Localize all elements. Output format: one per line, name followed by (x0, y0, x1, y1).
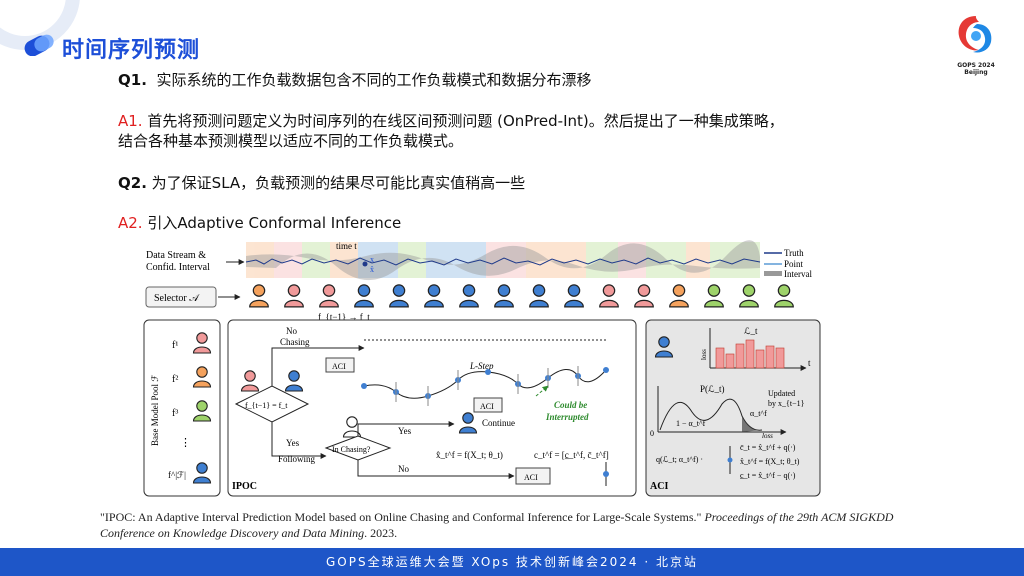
pool-item-ellipsis: ⋮ (180, 437, 191, 449)
aci-eq-1: c̄_t = x̂_t^f + q(·) (740, 443, 796, 452)
answer-1-line-1: 首先将预测问题定义为时间序列的在线区间预测问题 (OnPred-Int)。然后提… (147, 112, 784, 130)
in-chasing-label: In Chasing? (332, 445, 371, 454)
formula-ci: c_t^f = [c̲_t^f, c̄_t^f] (534, 450, 609, 460)
svg-text:x: x (370, 255, 374, 264)
data-stream-bands (246, 242, 760, 278)
aci-badge-3-label: ACI (524, 473, 538, 482)
continue-label: Continue (482, 418, 515, 428)
aci-updated-2: by x_{t−1} (768, 399, 805, 408)
logo-caption-1: GOPS 2024 (957, 62, 995, 69)
no-chasing-2: Chasing (280, 337, 310, 347)
answer-1: A1. 首先将预测问题定义为时间序列的在线区间预测问题 (OnPred-Int)… (118, 111, 784, 151)
question-1: Q1. 实际系统的工作负载数据包含不同的工作负载模式和数据分布漂移 (118, 70, 591, 90)
pool-item-2: f² (172, 374, 178, 385)
aci-panel (645, 319, 821, 497)
question-1-text: 实际系统的工作负载数据包含不同的工作负载模式和数据分布漂移 (156, 71, 592, 89)
pool-item-3: f³ (172, 408, 178, 419)
time-label: time t (336, 241, 357, 251)
citation-text: "IPOC: An Adaptive Interval Prediction M… (100, 510, 702, 524)
time-point-marker (362, 261, 368, 267)
aci-one-minus: 1 − α_t^f (676, 419, 706, 428)
yes-label: Yes (398, 426, 412, 436)
aci-loss-axis: loss (700, 349, 708, 360)
aci-badge-2 (473, 397, 503, 413)
aci-badge-3 (515, 467, 551, 485)
answer-1-tag: A1. (118, 112, 143, 130)
legend-interval: Interval (784, 269, 812, 279)
ipoc-error-bars (395, 366, 579, 406)
gops-logo: GOPS 2024 Beijing (946, 12, 1006, 82)
data-stream-label-2: Confid. Interval (146, 262, 210, 273)
aci-eq-3: c̲_t = x̂_t^f − q(·) (739, 471, 796, 480)
title-mark-icon (24, 34, 54, 56)
logo-caption-2: Beijing (964, 69, 988, 76)
legend-point: Point (784, 259, 804, 269)
aci-q: q(ℒ_t; α_t^f) · (656, 455, 703, 464)
aci-zero: 0 (650, 429, 654, 438)
aci-badge-1 (325, 357, 355, 373)
aci-eq-2: x̂_t^f = f(X_t; θ_t) (740, 457, 800, 466)
no-label: No (398, 464, 409, 474)
aci-loss-bars (715, 339, 785, 369)
aci-loss-x: loss (762, 432, 773, 440)
ipoc-label: IPOC (232, 481, 257, 492)
decision-label: f_{t−1} = f_t (245, 401, 288, 410)
citation: "IPOC: An Adaptive Interval Prediction M… (100, 509, 940, 541)
answer-2-text: 引入Adaptive Conformal Inference (147, 214, 402, 232)
aci-badge-1-label: ACI (332, 362, 346, 371)
in-chasing-diamond (324, 435, 392, 461)
no-chasing-1: No (286, 326, 297, 336)
truth-line (245, 257, 761, 266)
gops-logo-icon (958, 16, 992, 53)
question-2: Q2. 为了保证SLA，负载预测的结果尽可能比真实值稍高一些 (118, 173, 525, 193)
answer-2-tag: A2. (118, 214, 143, 232)
model-pool-panel (143, 319, 221, 497)
transition-label: f_{t−1} → f_t (318, 312, 370, 322)
answer-1-line-2: 结合各种基本预测模型以适应不同的工作负载模式。 (118, 132, 464, 150)
footer-text: GOPS全球运维大会暨 XOps 技术创新峰会2024 · 北京站 (326, 555, 698, 569)
aci-t-axis: t (808, 358, 811, 368)
answer-2: A2. 引入Adaptive Conformal Inference (118, 213, 401, 233)
figure-legend: Truth Point Interval (764, 248, 812, 279)
aci-p-label: P(ℒ_t) (700, 384, 724, 394)
aci-updated-1: Updated (768, 389, 795, 398)
l-step-label: L-Step (469, 361, 494, 371)
page-title: 时间序列预测 (62, 38, 201, 63)
yes-following-1: Yes (286, 438, 300, 448)
pool-item-last: f^|ℱ| (168, 470, 186, 480)
aci-panel-label: ACI (650, 481, 668, 492)
citation-venue: Proceedings of the 29th ACM SIGKDD Confe… (100, 510, 894, 540)
ipoc-architecture-figure: Data Stream & Confid. Interval time t x … (136, 236, 826, 504)
svg-text:x̂: x̂ (370, 265, 374, 274)
question-2-text: 为了保证SLA，负载预测的结果尽可能比真实值稍高一些 (151, 174, 526, 192)
question-1-tag: Q1. (118, 71, 147, 89)
formula-point: x̂_t^f = f(X_t; θ_t) (436, 450, 503, 460)
question-2-tag: Q2. (118, 174, 147, 192)
footer-bar: GOPS全球运维大会暨 XOps 技术创新峰会2024 · 北京站 (0, 548, 1024, 576)
model-pool-label: Base Model Pool ℱ (150, 375, 160, 446)
interval-band (246, 240, 760, 281)
aci-badge-2-label: ACI (480, 402, 494, 411)
could-be-1: Could be (554, 400, 587, 410)
selector-box (145, 286, 217, 308)
decision-diamond (234, 385, 310, 423)
legend-truth: Truth (784, 248, 804, 258)
could-be-2: Interrupted (545, 412, 589, 422)
yes-following-2: Following (278, 454, 316, 464)
citation-year: . 2023. (364, 526, 398, 540)
selector-label: Selector 𝒜 (154, 293, 200, 304)
pool-item-1: f¹ (172, 340, 178, 351)
data-stream-label-1: Data Stream & (146, 250, 206, 261)
aci-alpha-label: α_t^f (750, 409, 767, 418)
aci-l-t: ℒ_t (744, 326, 758, 336)
